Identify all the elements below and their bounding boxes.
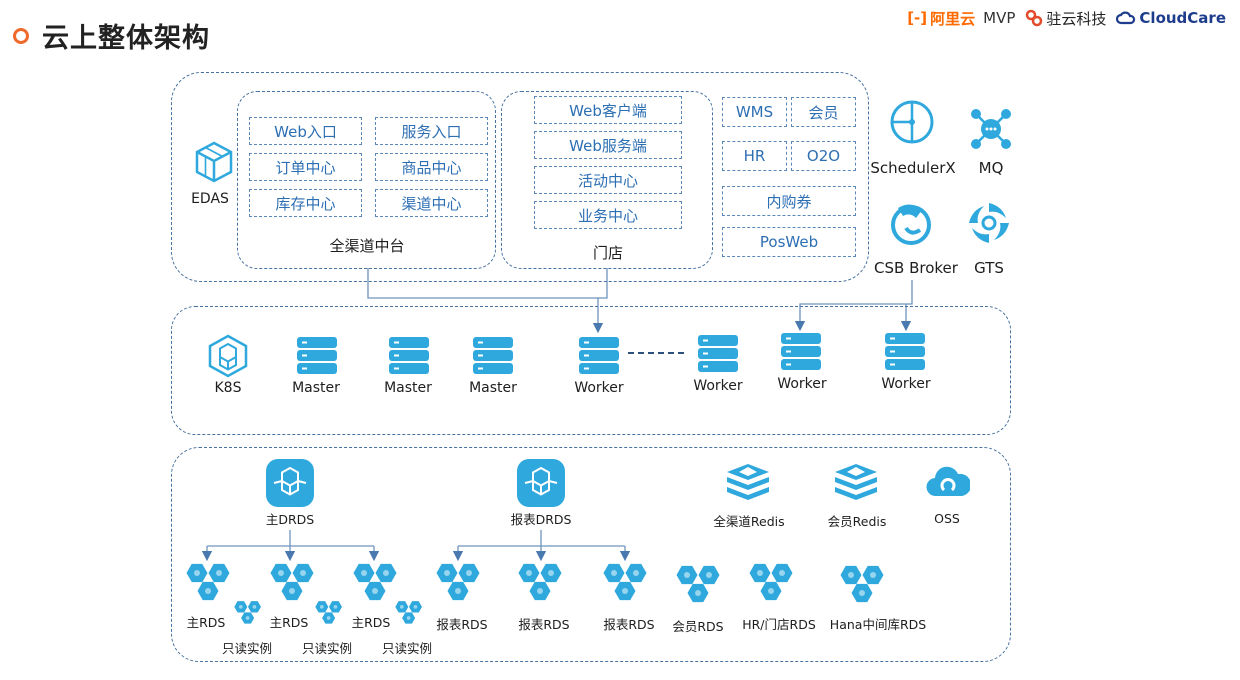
member-rds-icon bbox=[676, 565, 720, 603]
zhuyun-icon bbox=[1026, 9, 1043, 27]
container-layer bbox=[171, 306, 1011, 435]
report-rds-icon-3 bbox=[603, 563, 647, 601]
hr-box: HR bbox=[722, 141, 787, 171]
activity-center-box: 活动中心 bbox=[534, 166, 682, 194]
master-label-1: Master bbox=[292, 380, 340, 396]
master-label-3: Master bbox=[469, 380, 517, 396]
csb-broker-label: CSB Broker bbox=[874, 259, 958, 277]
member-redis-label: 会员Redis bbox=[827, 514, 887, 529]
web-entry-box: Web入口 bbox=[249, 117, 362, 145]
inventory-center-box: 库存中心 bbox=[249, 189, 362, 217]
hana-rds-icon bbox=[840, 565, 884, 603]
csb-broker-icon bbox=[891, 204, 931, 245]
mendian-group bbox=[501, 91, 713, 269]
hr-store-rds-label: HR/门店RDS bbox=[742, 617, 816, 632]
gts-label: GTS bbox=[974, 259, 1004, 277]
main-rds-icon-1 bbox=[186, 563, 230, 601]
member-box: 会员 bbox=[791, 97, 856, 127]
readonly-instance-icon-1 bbox=[234, 601, 261, 624]
report-rds-icon-2 bbox=[518, 563, 562, 601]
main-rds-label-2: 主RDS bbox=[269, 615, 309, 630]
main-rds-icon-3 bbox=[353, 563, 397, 601]
worker-server-icon bbox=[579, 337, 619, 374]
schedulerx-label: SchedulerX bbox=[870, 159, 956, 177]
master-server-icon bbox=[389, 337, 429, 374]
master-server-icon bbox=[297, 337, 337, 374]
logo-bar: [-] 阿里云 MVP 驻云科技 CloudCare bbox=[907, 8, 1226, 28]
gts-icon bbox=[969, 203, 1009, 243]
worker-server-icon bbox=[698, 335, 738, 372]
readonly-label-2: 只读实例 bbox=[301, 641, 352, 656]
application-layer bbox=[171, 72, 869, 282]
main-rds-label-3: 主RDS bbox=[351, 615, 391, 630]
page-title: 云上整体架构 bbox=[42, 23, 210, 54]
web-client-box: Web客户端 bbox=[534, 96, 682, 124]
main-rds-label-1: 主RDS bbox=[186, 615, 226, 630]
quanqudao-redis-label: 全渠道Redis bbox=[713, 514, 785, 529]
cloudcare-logo: CloudCare bbox=[1116, 9, 1226, 27]
master-label-2: Master bbox=[384, 380, 432, 396]
worker-server-icon bbox=[885, 333, 925, 370]
readonly-instance-icon-3 bbox=[395, 601, 422, 624]
worker-label-3: Worker bbox=[777, 376, 827, 392]
report-rds-icon-1 bbox=[436, 563, 480, 601]
order-center-box: 订单中心 bbox=[249, 153, 362, 181]
hr-store-rds-icon bbox=[749, 563, 793, 601]
quanqudao-label: 全渠道中台 bbox=[329, 237, 405, 255]
aliyun-mark-icon: [-] bbox=[907, 9, 928, 27]
service-entry-box: 服务入口 bbox=[375, 117, 488, 145]
internal-coupon-box: 内购券 bbox=[722, 186, 856, 216]
channel-center-box: 渠道中心 bbox=[375, 189, 488, 217]
master-server-icon bbox=[473, 337, 513, 374]
hana-rds-label: Hana中间库RDS bbox=[829, 617, 927, 632]
report-drds-label: 报表DRDS bbox=[510, 512, 572, 527]
report-rds-label-1: 报表RDS bbox=[436, 617, 488, 632]
edas-label: EDAS bbox=[191, 191, 229, 207]
mq-icon bbox=[971, 109, 1011, 149]
data-layer bbox=[171, 447, 1011, 662]
k8s-label: K8S bbox=[214, 380, 242, 396]
zhuyun-logo: 驻云科技 bbox=[1025, 8, 1106, 29]
quanqudao-redis-icon bbox=[727, 464, 769, 500]
schedulerx-icon bbox=[890, 100, 934, 144]
oss-icon bbox=[926, 466, 970, 497]
readonly-label-1: 只读实例 bbox=[221, 641, 272, 656]
k8s-icon bbox=[208, 334, 248, 378]
business-center-box: 业务中心 bbox=[534, 201, 682, 229]
readonly-label-3: 只读实例 bbox=[381, 641, 432, 656]
readonly-instance-icon-2 bbox=[315, 601, 342, 624]
worker-server-icon bbox=[781, 333, 821, 370]
web-server-box: Web服务端 bbox=[534, 131, 682, 159]
mq-label: MQ bbox=[978, 159, 1004, 177]
report-rds-label-2: 报表RDS bbox=[518, 617, 570, 632]
report-drds-icon bbox=[517, 459, 565, 507]
wms-box: WMS bbox=[722, 97, 787, 127]
report-rds-label-3: 报表RDS bbox=[603, 617, 655, 632]
worker-label-4: Worker bbox=[881, 376, 931, 392]
worker-label-2: Worker bbox=[693, 378, 743, 394]
product-center-box: 商品中心 bbox=[375, 153, 488, 181]
aliyun-logo: [-] 阿里云 MVP bbox=[907, 9, 1016, 28]
member-redis-icon bbox=[835, 464, 877, 500]
posweb-box: PosWeb bbox=[722, 227, 856, 257]
main-rds-icon-2 bbox=[270, 563, 314, 601]
mendian-label: 门店 bbox=[592, 244, 623, 262]
oss-label: OSS bbox=[934, 511, 960, 526]
main-drds-label: 主DRDS bbox=[265, 512, 315, 527]
main-drds-icon bbox=[266, 459, 314, 507]
title-bullet-icon bbox=[13, 28, 29, 44]
worker-label-1: Worker bbox=[574, 380, 624, 396]
cloudcare-icon bbox=[1116, 11, 1136, 25]
quanqudao-group bbox=[237, 91, 496, 269]
o2o-box: O2O bbox=[791, 141, 856, 171]
member-rds-label: 会员RDS bbox=[672, 619, 724, 634]
edas-icon bbox=[195, 141, 233, 183]
